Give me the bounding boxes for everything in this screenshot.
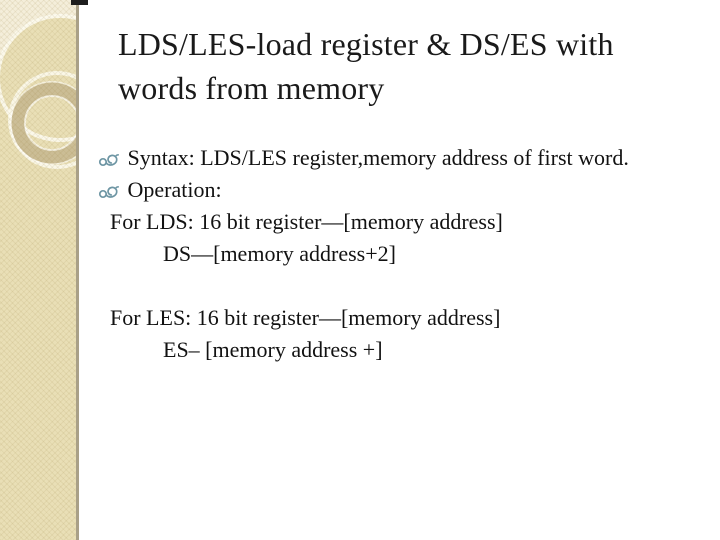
ring-inner-highlight	[24, 95, 76, 151]
slide-title-line: words from memory	[118, 70, 385, 106]
body-line-text: For LES: 16 bit register—[memory address…	[110, 305, 501, 330]
body-line: ES– [memory address +]	[0, 334, 720, 366]
body-line	[0, 270, 720, 302]
body-line: For LES: 16 bit register—[memory address…	[0, 302, 720, 334]
ring-outer-highlight	[10, 81, 76, 165]
body-line: For LDS: 16 bit register—[memory address…	[0, 206, 720, 238]
body-line: Operation:	[0, 174, 720, 206]
top-edge-artifact	[71, 0, 88, 5]
slide-title-line: LDS/LES-load register & DS/ES with	[118, 26, 614, 62]
decorative-circles	[0, 0, 76, 540]
body-line: Syntax: LDS/LES register,memory address …	[0, 142, 720, 174]
mid-arc-circle	[8, 71, 76, 169]
body-line-text: Operation:	[127, 177, 222, 202]
ornament-bullet-icon	[98, 176, 119, 208]
slide-body: Syntax: LDS/LES register,memory address …	[0, 142, 720, 366]
body-line-text: Syntax: LDS/LES register,memory address …	[127, 145, 629, 170]
sidebar-decoration	[0, 0, 79, 540]
tan-ring	[11, 82, 76, 164]
ornament-bullet-icon	[98, 144, 119, 176]
body-line-text: ES– [memory address +]	[163, 337, 383, 362]
body-line-text: DS—[memory address+2]	[163, 241, 396, 266]
body-line-text: For LDS: 16 bit register—[memory address…	[110, 209, 503, 234]
body-line: DS—[memory address+2]	[0, 238, 720, 270]
top-arc-circle	[0, 14, 76, 142]
slide-title: LDS/LES-load register & DS/ES with words…	[118, 22, 614, 110]
